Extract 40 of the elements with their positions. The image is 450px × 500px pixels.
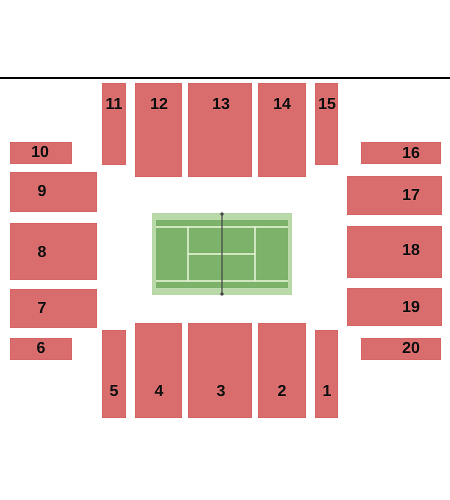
section-number: 14 [273,96,291,114]
seating-section [135,83,182,177]
seating-section [315,83,338,165]
seating-section [102,83,126,165]
section-number: 18 [402,242,420,260]
seating-section [10,223,97,280]
section-number: 6 [36,340,46,358]
section-number: 10 [31,144,49,162]
seating-section [188,323,252,418]
seating-section [102,330,126,418]
seating-section [10,172,97,212]
seating-section [10,142,72,164]
section-number: 17 [402,187,420,205]
section-number: 1 [322,383,332,401]
section-number: 9 [38,183,46,201]
seating-section [347,288,442,326]
seating-section [361,338,441,360]
seating-section [135,323,182,418]
section-number: 15 [318,96,336,114]
seating-section [258,323,306,418]
section-number: 11 [106,96,122,114]
seating-section [10,338,72,360]
section-number: 12 [150,96,168,114]
seating-section [10,289,97,328]
section-number: 4 [154,383,164,401]
seating-section [315,330,338,418]
seating-section [347,176,442,215]
section-number: 19 [402,299,420,317]
section-number: 8 [38,244,46,262]
section-number: 5 [110,383,118,401]
section-number: 20 [402,340,420,358]
seating-section [258,83,306,177]
seating-section [347,226,442,278]
section-number: 7 [38,300,46,318]
seating-section [361,142,441,164]
section-number: 3 [216,383,226,401]
section-number: 2 [278,383,286,401]
section-number: 16 [402,145,420,163]
section-number: 13 [212,96,230,114]
seating-section [188,83,252,177]
